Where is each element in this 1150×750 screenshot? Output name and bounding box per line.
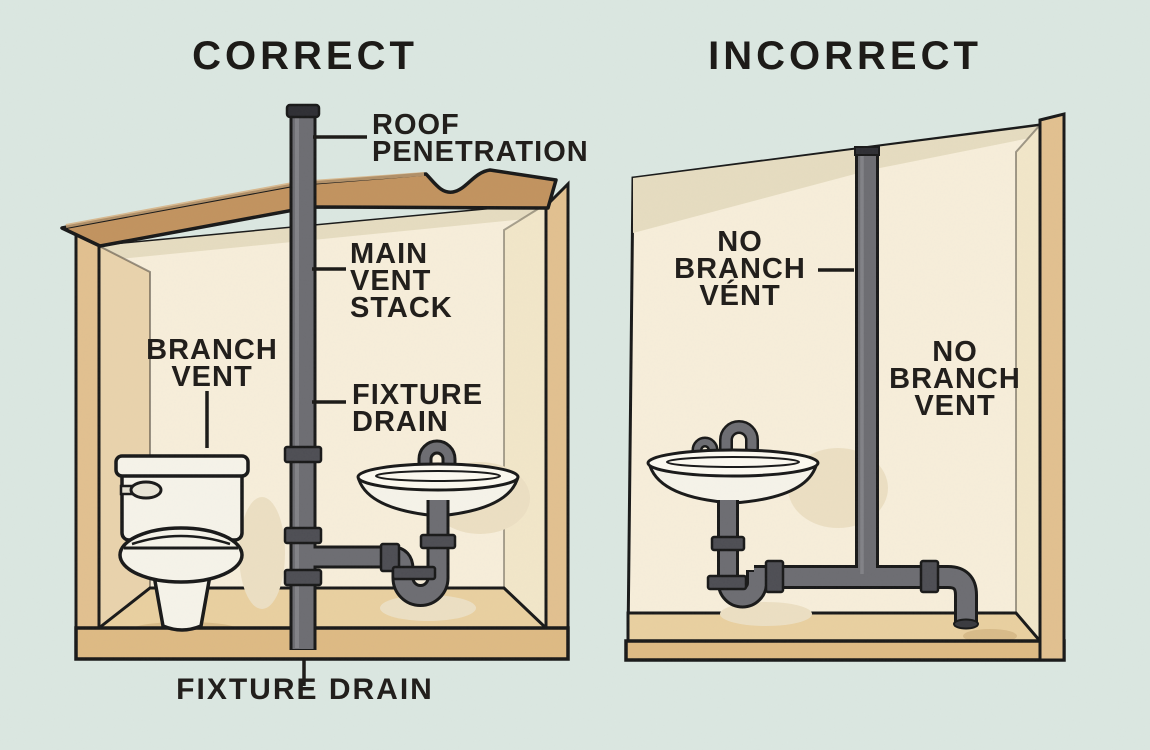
left-sink-rim (356, 462, 520, 492)
fixture-drain-bottom-label: FIXTURE DRAIN (176, 673, 434, 706)
toilet-bowl (118, 526, 244, 584)
right-drain-pipe (754, 568, 975, 623)
left-pipe-couplings (283, 445, 457, 587)
left-right-side-wall (503, 202, 547, 631)
main-vent-stack-label: MAIN VENT STACK (350, 238, 453, 324)
left-leader-lines (205, 135, 367, 686)
incorrect-title: INCORRECT (708, 34, 982, 78)
right-sink-rim (646, 448, 820, 478)
no-branch-vent-lower-label: NO BRANCH VENT (889, 336, 1021, 422)
left-frame-right (544, 180, 570, 661)
right-pipe-couplings (706, 535, 940, 594)
left-panel-illustration (60, 103, 570, 686)
toilet-flush-handle (129, 480, 163, 500)
right-frame-right (1038, 112, 1066, 662)
toilet-seat-inner (131, 534, 231, 546)
left-sink-faucet-fill (420, 442, 454, 477)
left-sink-illustration (356, 439, 520, 518)
left-ceiling-shadow (99, 204, 546, 261)
right-panel-illustration (624, 112, 1066, 662)
left-frame-bottom (74, 626, 570, 661)
left-frame-left (74, 230, 101, 661)
right-drain-pipes (706, 146, 979, 630)
roof-penetration-label: ROOF PENETRATION (372, 109, 589, 168)
no-branch-vent-upper-label: NO BRANCH VÉNT (674, 226, 806, 312)
right-stack-top-cap (854, 146, 880, 156)
vent-stack-cap (285, 103, 321, 119)
toilet-pedestal (151, 568, 213, 632)
toilet-tank-lid (114, 454, 250, 478)
fixture-drain-label: FIXTURE DRAIN (352, 379, 484, 438)
right-frame-bottom (624, 639, 1066, 662)
left-drain-pipes (283, 103, 457, 650)
branch-vent-label: BRANCH VENT (146, 334, 278, 393)
toilet-illustration (114, 454, 250, 632)
left-roof-beam (60, 168, 558, 248)
right-sink-faucet-main-fill (721, 422, 757, 461)
right-ceiling-shadow (633, 126, 1040, 233)
correct-title: CORRECT (192, 34, 418, 78)
right-sink-rim-inner (666, 456, 800, 468)
right-sink-illustration (646, 420, 820, 505)
left-sink-rim-inner (375, 470, 501, 482)
right-drain-end-cap (953, 618, 979, 630)
